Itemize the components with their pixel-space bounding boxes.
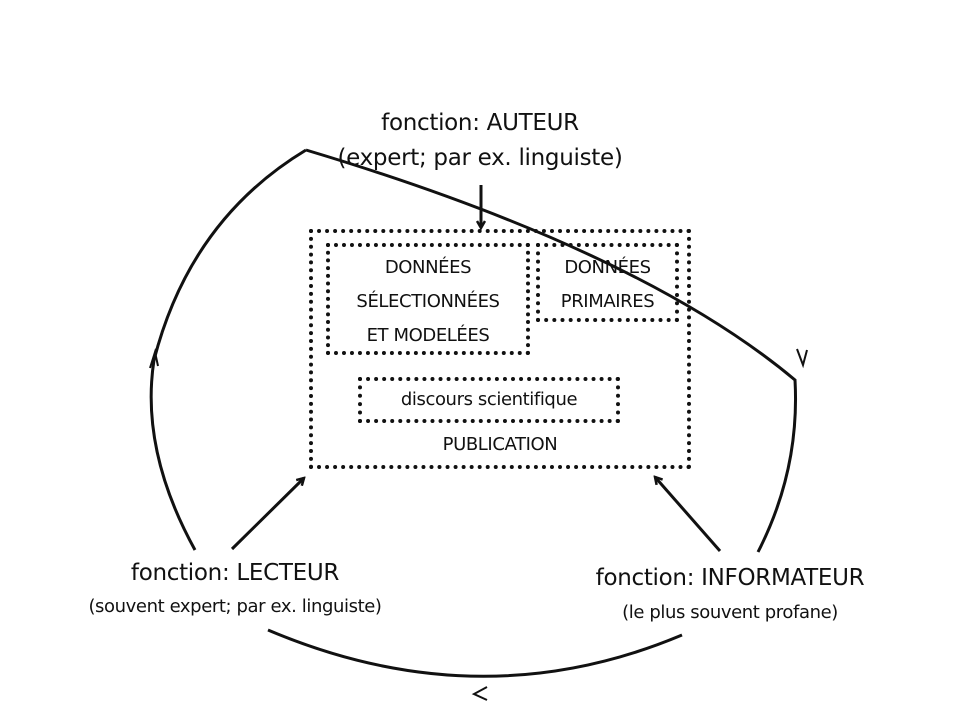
selected-data-line3: ET MODELÉES (366, 325, 490, 346)
arrow-informant-to-publication (655, 477, 722, 552)
reader-subtitle: (souvent expert; par ex. linguiste) (88, 596, 382, 617)
primary-data-label: DONNÉES PRIMAIRES (536, 251, 679, 319)
publication-box (309, 229, 691, 469)
selected-data-label: DONNÉES SÉLECTIONNÉES ET MODELÉES (326, 251, 530, 353)
author-subtitle: (expert; par ex. linguiste) (337, 145, 623, 171)
publication-label: PUBLICATION (442, 434, 558, 455)
cycle-arc-reader-to-author (149, 148, 307, 551)
author-title: fonction: AUTEUR (381, 110, 579, 136)
chevron-down-icon (796, 348, 808, 369)
discourse-label: discours scientifique (400, 389, 578, 410)
arrow-reader-to-publication (230, 478, 304, 551)
cycle-arc-informant-to-reader (267, 628, 683, 678)
chevron-up-icon (149, 348, 159, 369)
selected-data-box (326, 243, 530, 355)
chevron-left-icon (471, 686, 488, 701)
reader-title: fonction: LECTEUR (130, 560, 340, 586)
discourse-box (358, 377, 620, 423)
primary-data-line2: PRIMAIRES (560, 291, 655, 312)
primary-data-line1: DONNÉES (564, 257, 651, 278)
selected-data-line2: SÉLECTIONNÉES (356, 291, 500, 312)
selected-data-line1: DONNÉES (384, 257, 472, 278)
primary-data-box (536, 243, 679, 322)
informant-title: fonction: INFORMATEUR (595, 565, 865, 591)
informant-subtitle: (le plus souvent profane) (622, 602, 838, 623)
cycle-arc-author-to-informant (305, 148, 797, 553)
